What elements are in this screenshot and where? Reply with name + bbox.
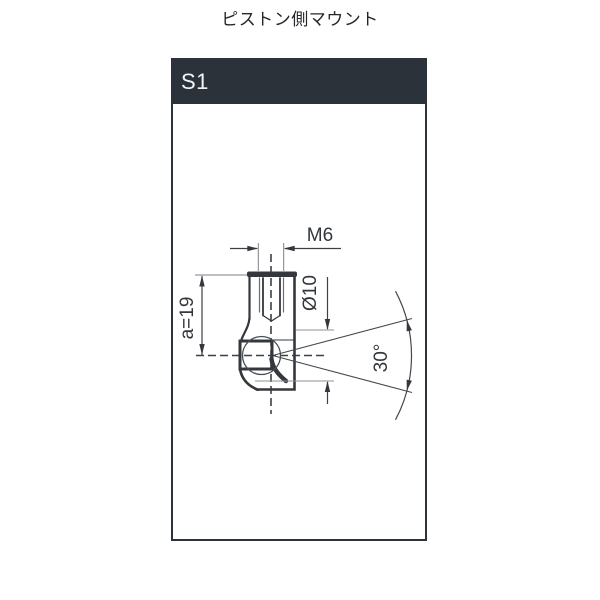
threaded-hole: [258, 277, 285, 322]
angle-dimension: 30°: [274, 290, 413, 421]
centerlines: [196, 254, 327, 414]
m6-arrow-left: [247, 245, 259, 252]
angle-arrow-top: [406, 320, 412, 332]
socket-outer-curve: [238, 367, 260, 392]
m6-label: M6: [307, 225, 333, 246]
a19-arrow-bottom: [199, 344, 205, 355]
angle-line-upper: [274, 317, 413, 356]
a19-dimension: a=19: [177, 274, 247, 355]
m6-arrow-right: [283, 245, 295, 252]
body-left-curve: [239, 316, 251, 343]
mount-spec-card: S1: [171, 58, 427, 541]
card-header: S1: [173, 60, 425, 104]
a19-arrow-top: [199, 275, 205, 287]
body-top-cap: [247, 271, 297, 277]
angle-label: 30°: [371, 344, 392, 373]
socket-opening: [238, 339, 274, 371]
socket-hook-edge: [269, 356, 289, 384]
angle-arc: [394, 290, 413, 421]
dia10-arrow-bottom: [324, 381, 331, 392]
dia10-arrow-top: [324, 319, 331, 330]
body-right-bottom-edge: [255, 275, 296, 391]
variant-code-label: S1: [181, 69, 209, 94]
dia10-label: Ø10: [300, 275, 321, 311]
page-title: ピストン側マウント: [221, 10, 379, 29]
m6-dimension: M6: [230, 225, 341, 271]
mount-body-outline: [238, 271, 297, 392]
angle-line-lower: [274, 355, 413, 394]
angle-arrow-bottom: [406, 379, 412, 391]
a19-label: a=19: [177, 297, 198, 340]
ball-circle: [241, 335, 282, 376]
dia10-dimension: Ø10: [255, 275, 334, 404]
thread-drill-point: [262, 314, 281, 322]
